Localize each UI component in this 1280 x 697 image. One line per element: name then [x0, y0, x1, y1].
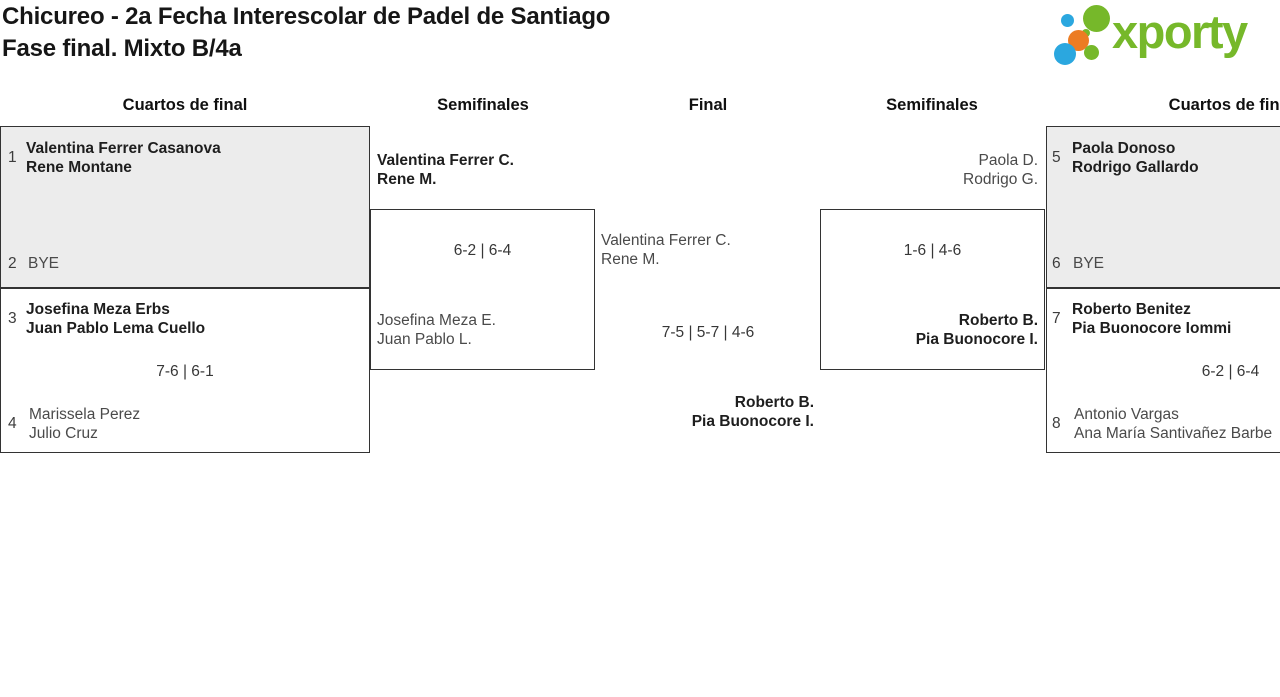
- logo-dot-icon: [1082, 29, 1090, 37]
- round-header-semis-right: Semifinales: [886, 96, 978, 114]
- player-name: Juan Pablo Lema Cuello: [26, 320, 206, 337]
- match-score: 1-6 | 4-6: [903, 242, 962, 259]
- logo-dot-icon: [1083, 5, 1110, 32]
- match-box-sf1[interactable]: [370, 209, 595, 370]
- team-names: Roberto Benitez Pia Buonocore Iommi: [1072, 300, 1231, 338]
- team-names: Marissela Perez Julio Cruz: [29, 405, 140, 443]
- team-names: Valentina Ferrer Casanova Rene Montane: [26, 139, 221, 177]
- team-names: Antonio Vargas Ana María Santivañez Barb…: [1074, 405, 1272, 443]
- seed-number: 3: [8, 310, 17, 327]
- match-score: 6-2 | 6-4: [453, 242, 512, 259]
- round-header-semis-left: Semifinales: [437, 96, 529, 114]
- seed-number: 7: [1052, 310, 1061, 327]
- page-title: Chicureo - 2a Fecha Interescolar de Pade…: [2, 3, 611, 30]
- player-name: Juan Pablo L.: [377, 331, 472, 348]
- player-name: Rene M.: [377, 171, 437, 188]
- match-box-sf2[interactable]: [820, 209, 1045, 370]
- round-header-final: Final: [688, 96, 728, 114]
- player-name: Josefina Meza E.: [377, 312, 496, 329]
- team-names: BYE: [1073, 255, 1105, 272]
- player-name: Pia Buonocore I.: [915, 331, 1038, 348]
- team-names: Roberto B. Pia Buonocore I.: [916, 311, 1038, 349]
- logo-dot-icon: [1084, 45, 1099, 60]
- player-name: Valentina Ferrer C.: [377, 152, 514, 169]
- logo-dot-icon: [1061, 14, 1074, 27]
- team-names: BYE: [28, 255, 60, 272]
- player-name: Roberto B.: [958, 312, 1038, 329]
- seed-number: 1: [8, 149, 17, 166]
- page-subtitle: Fase final. Mixto B/4a: [2, 35, 242, 62]
- team-names: Valentina Ferrer C. Rene M.: [601, 231, 731, 269]
- match-score: 6-2 | 6-4: [1201, 363, 1260, 380]
- match-score: 7-5 | 5-7 | 4-6: [661, 324, 755, 341]
- player-name: Pia Buonocore I.: [691, 413, 814, 430]
- seed-number: 4: [8, 415, 17, 432]
- player-name: Paola Donoso: [1072, 140, 1176, 157]
- player-name: Rodrigo Gallardo: [1072, 159, 1199, 176]
- seed-number: 5: [1052, 149, 1061, 166]
- match-box-qf1[interactable]: [0, 126, 370, 288]
- player-name: Marissela Perez: [29, 406, 141, 423]
- team-names: Roberto B. Pia Buonocore I.: [692, 393, 814, 431]
- player-name: Valentina Ferrer Casanova: [26, 140, 221, 157]
- player-name: Roberto B.: [734, 394, 814, 411]
- seed-number: 6: [1052, 255, 1061, 272]
- xporty-logo-text: xporty: [1112, 5, 1248, 58]
- player-name: Roberto Benitez: [1072, 301, 1191, 318]
- match-box-qf3[interactable]: [1046, 126, 1280, 288]
- player-name: Rodrigo G.: [963, 171, 1038, 188]
- team-names: Josefina Meza E. Juan Pablo L.: [377, 311, 496, 349]
- logo-dot-icon: [1054, 43, 1076, 65]
- player-name: Rene M.: [601, 251, 660, 268]
- match-box-qf2[interactable]: [0, 288, 370, 453]
- round-header-cuartos-right: Cuartos de final: [1168, 96, 1280, 114]
- seed-number: 2: [8, 255, 17, 272]
- player-name: Paola D.: [978, 152, 1038, 169]
- team-names: Paola D. Rodrigo G.: [963, 151, 1038, 189]
- player-name: Pia Buonocore Iommi: [1072, 320, 1232, 337]
- player-name: Josefina Meza Erbs: [26, 301, 170, 318]
- player-name: Rene Montane: [26, 159, 132, 176]
- player-name: Ana María Santivañez Barbe: [1074, 425, 1273, 442]
- player-name: Antonio Vargas: [1074, 406, 1179, 423]
- team-names: Paola Donoso Rodrigo Gallardo: [1072, 139, 1199, 177]
- match-score: 7-6 | 6-1: [156, 363, 214, 380]
- player-name: Julio Cruz: [29, 425, 98, 442]
- logo-dot-icon: [1068, 30, 1089, 51]
- seed-number: 8: [1052, 415, 1061, 432]
- team-names: Josefina Meza Erbs Juan Pablo Lema Cuell…: [26, 300, 205, 338]
- match-box-qf4[interactable]: [1046, 288, 1280, 453]
- team-names: Valentina Ferrer C. Rene M.: [377, 151, 514, 189]
- player-name: Valentina Ferrer C.: [601, 232, 731, 249]
- round-header-cuartos-left: Cuartos de final: [122, 96, 248, 114]
- page-header: Chicureo - 2a Fecha Interescolar de Pade…: [2, 1, 610, 65]
